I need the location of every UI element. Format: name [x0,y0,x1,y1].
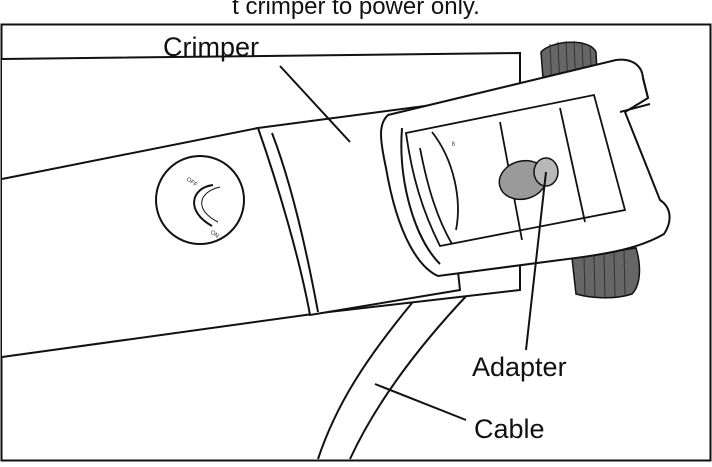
switch-on-mark: ON [209,230,220,240]
adapter-label: Adapter [472,352,567,382]
cable-label: Cable [474,414,545,444]
power-switch [155,155,245,245]
diagram-frame [0,23,712,462]
roller-bottom [571,247,641,299]
crimper-label: Crimper [163,32,259,62]
jaw-size-mark: 8 [451,141,456,148]
top-caption-fragment: t crimper to power only. [232,0,480,20]
crimper-leader-line [279,65,351,143]
cable [317,291,471,460]
switch-off-mark: OFF [185,177,199,189]
adapter-leader-line [525,171,547,351]
cable-leader-line [374,383,467,421]
